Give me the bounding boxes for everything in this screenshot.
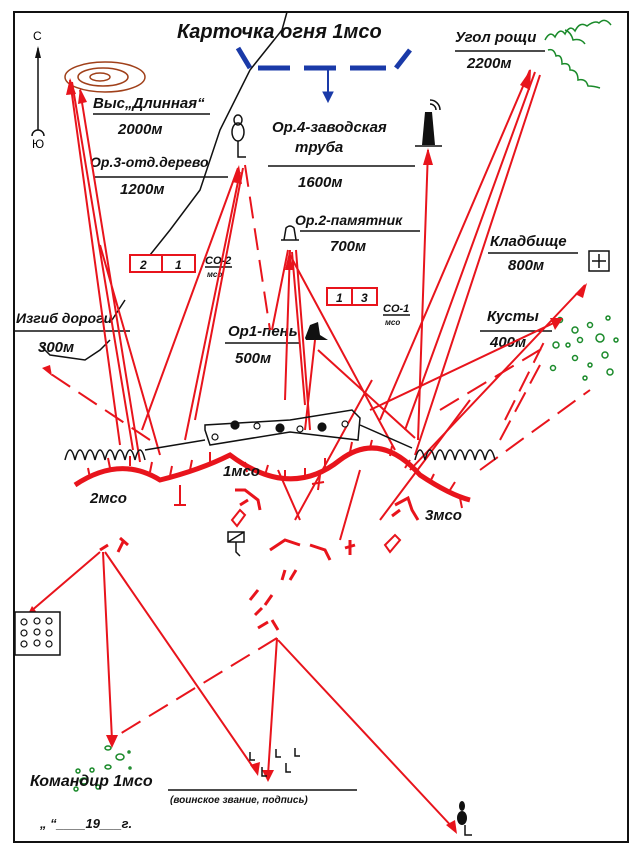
fire-sector-co1: 1 3 СО-1 мсо	[326, 287, 410, 327]
landmark-monument: Ор.2-памятник 700м	[295, 212, 420, 255]
landmark-bushes: Кусты 400м	[480, 308, 552, 351]
fire-sector-co2: 2 1 СО-2 мсо	[129, 254, 232, 279]
svg-text:300м: 300м	[38, 339, 74, 356]
anti-tank-obstacles-icon	[249, 748, 300, 777]
svg-text:Ор.2-памятник: Ор.2-памятник	[295, 212, 403, 228]
landmark-vys-dlinnaya: Выс„Длинная“ 2000м	[93, 95, 210, 138]
rear-positions	[99, 488, 420, 631]
landmark-stump: Ор1-пень 500м	[225, 323, 300, 367]
trench-line	[73, 445, 471, 503]
frame	[13, 11, 629, 843]
title: Карточка огня 1мсо	[177, 21, 382, 43]
svg-text:СО-2: СО-2	[205, 255, 231, 267]
svg-text:400м: 400м	[489, 334, 526, 351]
svg-text:1: 1	[175, 258, 182, 272]
landmark-grove-corner: Угол рощи 2200м	[455, 29, 545, 72]
command-post-icon	[227, 531, 245, 557]
svg-text:Кладбище: Кладбище	[490, 233, 567, 250]
compass-icon: С Ю	[31, 29, 45, 151]
unit-labels: 2мсо 1мсо 3мсо	[89, 463, 462, 524]
svg-text:мсо: мсо	[207, 270, 222, 279]
tree-icon	[231, 114, 246, 158]
vehicle-park-icon	[14, 611, 61, 656]
observation-post-icon	[235, 46, 412, 104]
svg-text:700м: 700м	[330, 238, 366, 255]
svg-text:Ор.3-отд.дерево: Ор.3-отд.дерево	[90, 154, 209, 170]
bushes-bottom-icon	[73, 745, 132, 792]
svg-text:Командир 1мсо: Командир 1мсо	[30, 773, 153, 790]
trench-ticks	[87, 439, 463, 509]
landmark-lone-tree: Ор.3-отд.дерево 1200м	[90, 154, 228, 198]
svg-text:1600м: 1600м	[298, 174, 342, 191]
north-label: С	[33, 29, 42, 43]
svg-text:мсо: мсо	[385, 318, 400, 327]
chimney-icon	[415, 99, 442, 147]
bunker-firing-points	[211, 420, 349, 441]
svg-text:1мсо: 1мсо	[223, 463, 260, 480]
landmark-road-bend: Изгиб дороги 300м	[15, 310, 130, 356]
svg-text:2000м: 2000м	[117, 121, 162, 138]
svg-text:„ “____19___г.: „ “____19___г.	[39, 816, 132, 831]
signature-block: Командир 1мсо (воинское звание, подпись)…	[30, 773, 357, 831]
monument-icon	[281, 225, 299, 241]
bushes-icon	[549, 315, 619, 381]
svg-text:Угол рощи: Угол рощи	[455, 29, 536, 46]
svg-text:2: 2	[139, 258, 147, 272]
stump-icon	[305, 322, 328, 340]
fire-lines	[29, 69, 591, 831]
south-label: Ю	[32, 137, 44, 151]
grove-icon	[544, 19, 612, 89]
svg-text:(воинское звание, подпись): (воинское звание, подпись)	[170, 795, 308, 806]
svg-text:3мсо: 3мсо	[425, 507, 462, 524]
svg-text:труба: труба	[295, 139, 343, 156]
svg-text:СО-1: СО-1	[383, 303, 409, 315]
tree-bottom-icon	[457, 801, 472, 836]
svg-text:1200м: 1200м	[120, 181, 164, 198]
landmark-factory-chimney: Ор.4-заводская труба 1600м	[268, 119, 415, 191]
svg-text:Изгиб дороги: Изгиб дороги	[16, 310, 113, 326]
svg-text:Ор.4-заводская: Ор.4-заводская	[272, 119, 387, 136]
svg-text:Кусты: Кусты	[487, 308, 539, 325]
svg-text:2мсо: 2мсо	[89, 490, 127, 507]
cemetery-icon	[588, 250, 610, 272]
landmark-cemetery: Кладбище 800м	[488, 233, 578, 274]
hill-contour-icon	[64, 61, 146, 93]
svg-text:Выс„Длинная“: Выс„Длинная“	[93, 95, 205, 112]
svg-text:3: 3	[361, 291, 368, 305]
svg-text:800м: 800м	[508, 257, 544, 274]
barbed-wire-right	[414, 449, 496, 461]
svg-text:Ор1-пень: Ор1-пень	[228, 323, 298, 340]
svg-text:500м: 500м	[235, 350, 271, 367]
svg-text:1: 1	[336, 291, 343, 305]
svg-text:2200м: 2200м	[466, 55, 511, 72]
barbed-wire-left	[64, 424, 413, 461]
